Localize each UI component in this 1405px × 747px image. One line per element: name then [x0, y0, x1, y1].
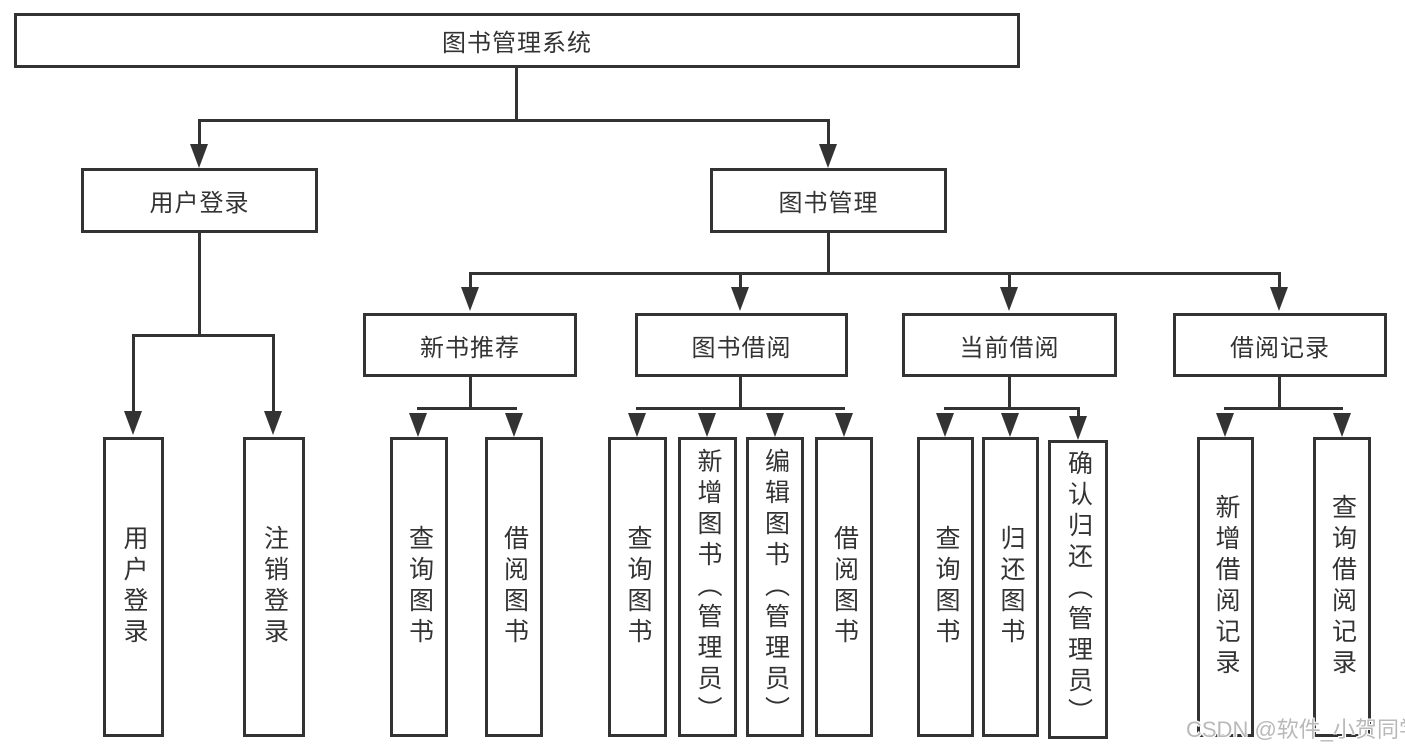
node-query-books-current: 查询图书	[917, 437, 974, 737]
node-borrowing-records: 借阅记录	[1173, 313, 1387, 377]
connector-root-vertical	[515, 68, 518, 120]
node-book-borrowing: 图书借阅	[635, 313, 848, 377]
connector-arrow-shaft	[198, 119, 201, 146]
arrowhead-icon	[1000, 287, 1018, 311]
arrowhead-icon	[835, 413, 853, 437]
connector-book-management-vertical	[827, 233, 830, 273]
node-borrow-books-recommend: 借阅图书	[485, 437, 543, 737]
node-user-login-leaf: 用户登录	[103, 437, 164, 737]
arrowhead-icon	[1270, 287, 1288, 311]
connector-arrow-shaft	[827, 119, 830, 146]
node-edit-books-admin: 编辑图书（管理员）	[746, 437, 804, 737]
connector-horizontal	[944, 407, 1080, 410]
arrowhead-icon	[461, 287, 479, 311]
connector-arrow-shaft	[469, 272, 472, 291]
arrowhead-icon	[936, 413, 954, 437]
arrowhead-icon	[124, 411, 142, 435]
connector-horizontal	[417, 407, 517, 410]
connector-user-login-vertical	[198, 233, 201, 335]
node-confirm-return-admin: 确认归还（管理员）	[1048, 440, 1108, 739]
arrowhead-icon	[1333, 413, 1351, 437]
connector-vertical	[1278, 377, 1281, 408]
connector-arrow-shaft	[1008, 272, 1011, 291]
node-add-borrow-record: 新增借阅记录	[1197, 437, 1254, 737]
arrowhead-icon	[1216, 413, 1234, 437]
arrowhead-icon	[1069, 416, 1087, 440]
node-new-book-recommendation: 新书推荐	[363, 313, 577, 377]
node-return-books: 归还图书	[982, 437, 1039, 737]
connector-horizontal	[636, 407, 845, 410]
node-query-books-recommend: 查询图书	[390, 437, 448, 737]
node-logout-leaf: 注销登录	[243, 437, 305, 737]
arrowhead-icon	[628, 413, 646, 437]
arrowhead-icon	[505, 413, 523, 437]
connector-arrow-shaft	[739, 272, 742, 291]
connector-horizontal	[1224, 407, 1343, 410]
connector-arrow-shaft	[1278, 272, 1281, 291]
node-query-borrow-record: 查询借阅记录	[1313, 437, 1371, 737]
node-query-books-borrowing: 查询图书	[608, 437, 667, 737]
arrowhead-icon	[731, 287, 749, 311]
connector-vertical	[739, 377, 742, 408]
node-user-login: 用户登录	[81, 168, 318, 233]
connector-level2-horizontal	[198, 119, 830, 122]
connector-arrow-shaft	[1077, 407, 1080, 419]
node-borrow-books-leaf: 借阅图书	[815, 437, 873, 737]
arrowhead-icon	[766, 413, 784, 437]
connector-vertical	[1008, 377, 1011, 408]
connector-level3-horizontal	[469, 272, 1281, 275]
watermark: CSDN @软件_小贺同学	[1186, 717, 1405, 742]
connector-user-login-horizontal	[132, 334, 275, 337]
connector-arrow-shaft	[272, 334, 275, 415]
arrowhead-icon	[264, 411, 282, 435]
node-current-borrowing: 当前借阅	[902, 313, 1117, 377]
arrowhead-icon	[190, 144, 208, 168]
node-library-management-system: 图书管理系统	[14, 13, 1020, 68]
arrowhead-icon	[1001, 413, 1019, 437]
arrowhead-icon	[819, 144, 837, 168]
arrowhead-icon	[409, 413, 427, 437]
node-add-books-admin: 新增图书（管理员）	[678, 437, 737, 737]
node-book-management: 图书管理	[710, 168, 947, 233]
connector-arrow-shaft	[132, 334, 135, 415]
arrowhead-icon	[698, 413, 716, 437]
connector-vertical	[469, 377, 472, 408]
